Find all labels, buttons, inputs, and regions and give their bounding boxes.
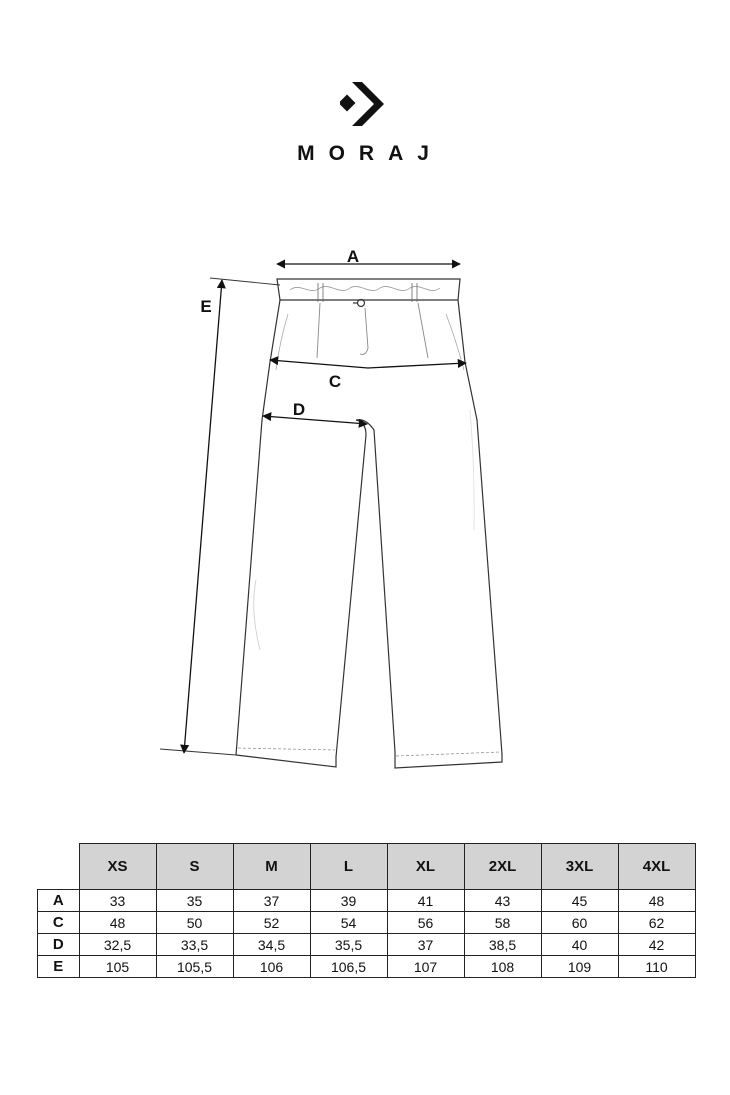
table-cell: 58 — [463, 911, 542, 934]
table-cell: 52 — [232, 911, 311, 934]
table-cell: 33 — [78, 889, 157, 912]
row-label: D — [37, 933, 80, 956]
table-row-a: A 33 35 37 39 41 43 45 48 — [37, 889, 696, 912]
brand-name: MORAJ — [297, 142, 443, 165]
table-cell: 54 — [309, 911, 388, 934]
table-cell: 34,5 — [232, 933, 311, 956]
size-header-l: L — [309, 843, 388, 890]
table-row-e: E 105 105,5 106 106,5 107 108 109 110 — [37, 955, 696, 978]
size-header-xl: XL — [386, 843, 465, 890]
size-header-4xl: 4XL — [617, 843, 696, 890]
measure-e-label: E — [200, 297, 211, 316]
table-cell: 43 — [463, 889, 542, 912]
measure-c-label: C — [329, 372, 341, 391]
table-cell: 35,5 — [309, 933, 388, 956]
size-header-m: M — [232, 843, 311, 890]
measure-e-line — [180, 279, 226, 754]
row-label: C — [37, 911, 80, 934]
measure-c-line — [269, 356, 467, 369]
measure-e-guide-top — [209, 277, 281, 286]
table-cell: 38,5 — [463, 933, 542, 956]
measure-e-guide-bottom — [159, 748, 237, 756]
size-header-row: XS S M L XL 2XL 3XL 4XL — [37, 843, 696, 890]
table-cell: 105,5 — [155, 955, 234, 978]
table-row-c: C 48 50 52 54 56 58 60 62 — [37, 911, 696, 934]
table-cell: 110 — [617, 955, 696, 978]
table-cell: 40 — [540, 933, 619, 956]
size-header-2xl: 2XL — [463, 843, 542, 890]
table-cell: 60 — [540, 911, 619, 934]
size-header-3xl: 3XL — [540, 843, 619, 890]
table-cell: 45 — [540, 889, 619, 912]
table-cell: 56 — [386, 911, 465, 934]
table-cell: 106,5 — [309, 955, 388, 978]
row-label: E — [37, 955, 80, 978]
table-cell: 62 — [617, 911, 696, 934]
size-header-s: S — [155, 843, 234, 890]
size-chart-table: XS S M L XL 2XL 3XL 4XL A 33 35 37 39 41… — [37, 843, 696, 978]
table-corner — [37, 843, 80, 890]
table-cell: 105 — [78, 955, 157, 978]
table-cell: 48 — [78, 911, 157, 934]
table-row-d: D 32,5 33,5 34,5 35,5 37 38,5 40 42 — [37, 933, 696, 956]
moraj-logo-icon — [340, 82, 384, 126]
table-cell: 108 — [463, 955, 542, 978]
table-cell: 33,5 — [155, 933, 234, 956]
table-cell: 106 — [232, 955, 311, 978]
table-cell: 37 — [232, 889, 311, 912]
table-cell: 35 — [155, 889, 234, 912]
measure-a-label: A — [347, 247, 359, 266]
row-label: A — [37, 889, 80, 912]
table-cell: 107 — [386, 955, 465, 978]
pants-measurement-diagram: A C D E — [159, 247, 503, 769]
table-cell: 42 — [617, 933, 696, 956]
table-cell: 48 — [617, 889, 696, 912]
table-cell: 37 — [386, 933, 465, 956]
table-cell: 41 — [386, 889, 465, 912]
table-cell: 50 — [155, 911, 234, 934]
measure-d-line — [262, 412, 368, 428]
table-cell: 32,5 — [78, 933, 157, 956]
size-header-xs: XS — [78, 843, 157, 890]
pants-outline — [235, 278, 503, 769]
table-cell: 109 — [540, 955, 619, 978]
measure-d-label: D — [293, 400, 305, 419]
table-cell: 39 — [309, 889, 388, 912]
